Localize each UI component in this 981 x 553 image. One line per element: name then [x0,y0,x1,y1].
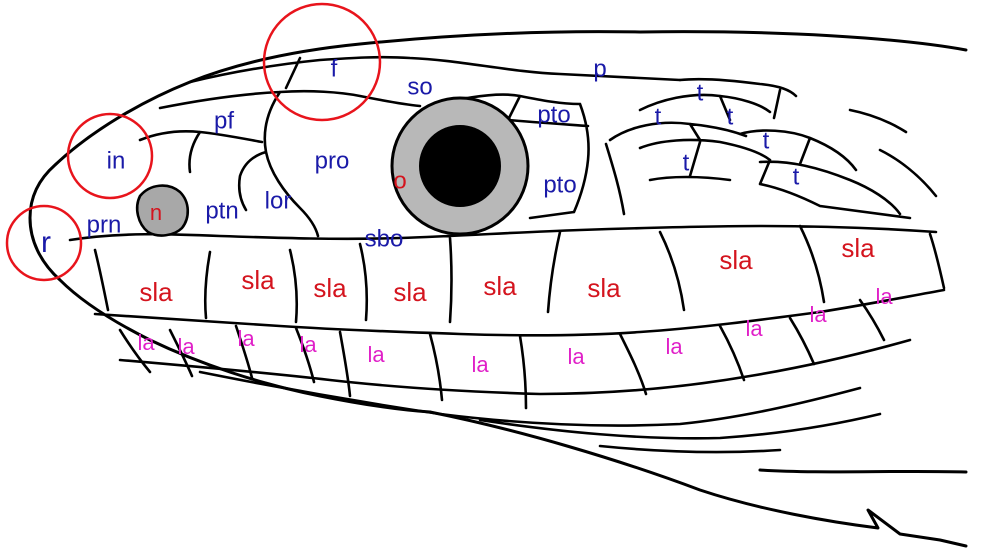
label-t5: t [683,149,690,176]
label-n: n [150,200,162,225]
label-pro: pro [315,147,350,174]
neck-line [760,470,966,472]
label-prn: prn [87,211,122,238]
label-sla-1: sla [139,277,173,307]
scale-boundaries-temporal [606,79,936,218]
label-r: r [41,226,51,259]
label-la-3: la [237,326,255,351]
eye-pupil [420,126,500,206]
label-ptn: ptn [205,197,238,224]
label-la-8: la [665,334,683,359]
nostril-scale [137,186,188,236]
label-la-10: la [809,302,827,327]
label-pf: pf [214,107,234,134]
label-lor: lor [265,187,292,214]
label-in: in [107,147,126,174]
label-t6: t [793,163,800,190]
label-la-5: la [367,342,385,367]
label-sla-7: sla [719,245,753,275]
label-p: p [593,55,606,82]
label-la-4: la [299,332,317,357]
label-la-2: la [177,334,195,359]
label-t4: t [763,127,770,154]
label-la-9: la [745,316,763,341]
infralabial-row [120,340,910,452]
label-t2: t [727,103,734,130]
label-so: so [407,73,432,100]
highlight-ring-f [264,4,380,120]
label-la-7: la [567,344,585,369]
label-sla-4: sla [393,277,427,307]
label-sla-8: sla [841,233,875,263]
label-pto-upper: pto [537,101,570,128]
label-sla-6: sla [587,273,621,303]
label-t1: t [697,79,704,106]
label-f: f [331,55,338,82]
label-la-1: la [137,330,155,355]
label-la-6: la [471,352,489,377]
label-sla-3: sla [313,273,347,303]
label-t3: t [655,103,662,130]
label-sbo: sbo [365,225,404,252]
label-sla-2: sla [241,265,275,295]
head-outline-bottom [430,412,966,546]
label-pto-lower: pto [543,171,576,198]
label-o: o [393,167,406,194]
label-la-11: la [875,284,893,309]
label-sla-5: sla [483,271,517,301]
